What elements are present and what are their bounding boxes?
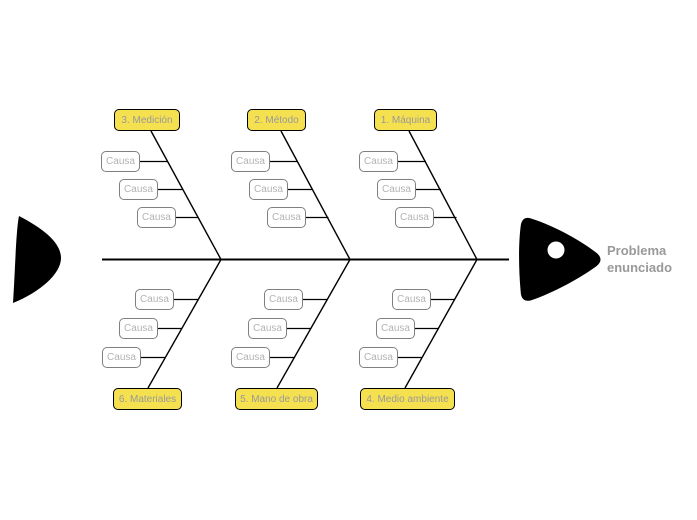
category-box-medicion[interactable]: 3. Medición (114, 109, 180, 131)
cause-box[interactable]: Causa (119, 318, 158, 339)
rib-line (404, 259, 478, 389)
fish-eye (547, 241, 565, 259)
cause-box[interactable]: Causa (392, 289, 431, 310)
rib-line (280, 130, 351, 260)
cause-box[interactable]: Causa (376, 318, 415, 339)
cause-box[interactable]: Causa (267, 207, 306, 228)
cause-box[interactable]: Causa (101, 151, 140, 172)
cause-box[interactable]: Causa (248, 318, 287, 339)
cause-box[interactable]: Causa (249, 179, 288, 200)
cause-box[interactable]: Causa (231, 347, 270, 368)
cause-box[interactable]: Causa (102, 347, 141, 368)
rib-line (147, 259, 222, 389)
cause-box[interactable]: Causa (135, 289, 174, 310)
category-box-mano-de-obra[interactable]: 5. Mano de obra (235, 388, 318, 410)
cause-box[interactable]: Causa (377, 179, 416, 200)
problem-statement-label[interactable]: Problema enunciado (607, 243, 673, 275)
category-box-metodo[interactable]: 2. Método (247, 109, 306, 131)
category-box-medio-ambiente[interactable]: 4. Medio ambiente (360, 388, 455, 410)
category-box-materiales[interactable]: 6. Materiales (113, 388, 182, 410)
rib-line (408, 130, 478, 260)
cause-box[interactable]: Causa (395, 207, 434, 228)
fish-head-shape[interactable] (519, 217, 601, 301)
cause-box[interactable]: Causa (359, 347, 398, 368)
cause-box[interactable]: Causa (137, 207, 176, 228)
cause-box[interactable]: Causa (359, 151, 398, 172)
cause-box[interactable]: Causa (264, 289, 303, 310)
rib-line (276, 259, 351, 389)
cause-box[interactable]: Causa (119, 179, 158, 200)
rib-line (150, 130, 222, 260)
fish-tail-shape[interactable] (13, 216, 61, 303)
category-box-maquina[interactable]: 1. Máquina (374, 109, 437, 131)
cause-box[interactable]: Causa (231, 151, 270, 172)
